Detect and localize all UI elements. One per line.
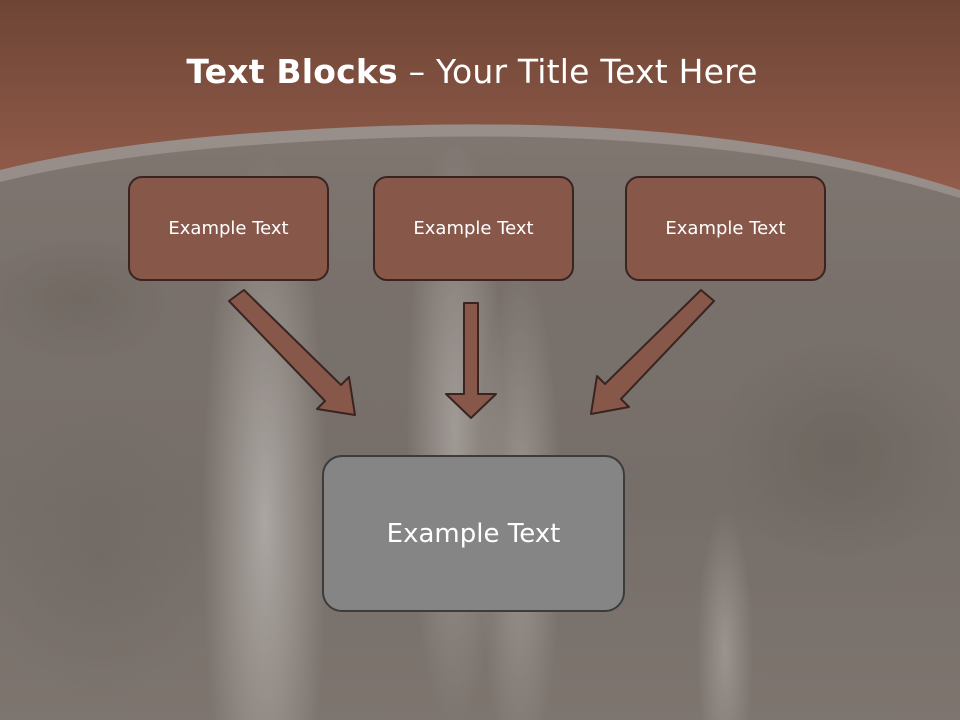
slide-title: Text Blocks – Your Title Text Here <box>0 52 944 91</box>
source-box-1-label: Example Text <box>168 218 289 239</box>
header-band-shape <box>0 0 960 190</box>
slide-title-rest: – Your Title Text Here <box>397 52 758 91</box>
arrow-right <box>590 289 715 415</box>
target-box-label: Example Text <box>386 518 561 549</box>
header-band-edge <box>0 124 960 198</box>
source-box-2: Example Text <box>373 176 574 281</box>
source-box-2-label: Example Text <box>413 218 534 239</box>
arrow-left <box>228 289 356 416</box>
source-box-3-label: Example Text <box>665 218 786 239</box>
source-box-3: Example Text <box>625 176 826 281</box>
source-box-1: Example Text <box>128 176 329 281</box>
slide-title-bold: Text Blocks <box>186 52 398 91</box>
arrow-center <box>445 302 497 419</box>
target-box: Example Text <box>322 455 625 612</box>
header-band <box>0 0 960 198</box>
